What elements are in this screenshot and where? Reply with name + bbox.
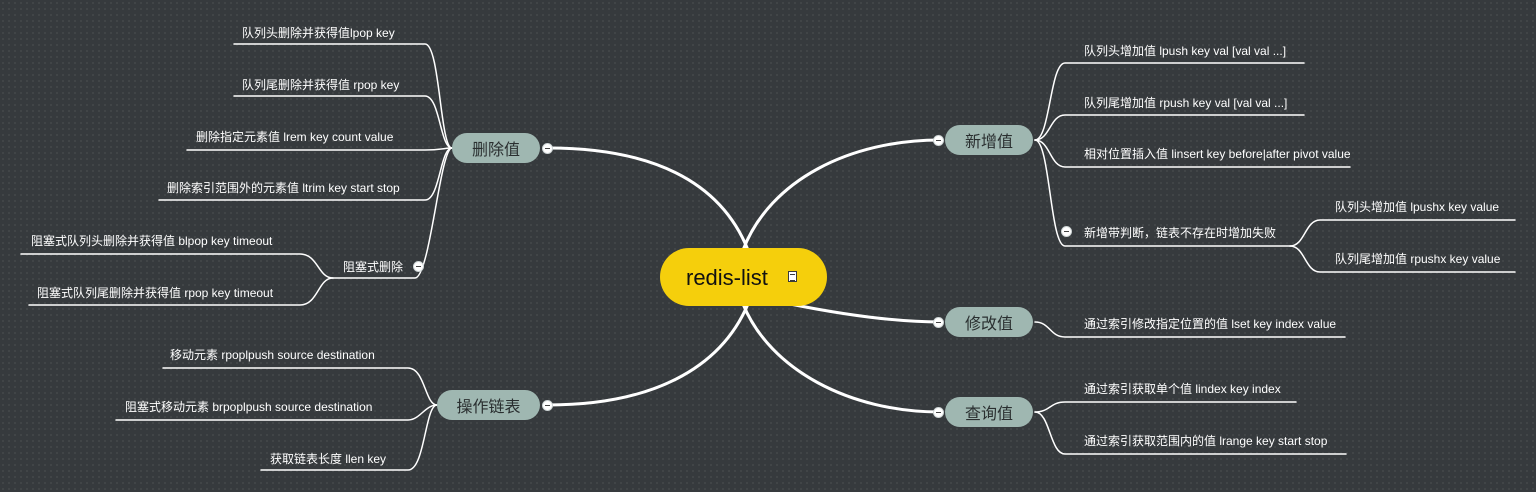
branch-delete-label: 删除值 — [471, 142, 520, 159]
branch-modify-label: 修改值 — [964, 316, 1013, 333]
link-query-lindex — [1034, 401, 1297, 413]
leaf-ltrim[interactable]: 删除索引范围外的元素值 ltrim key start stop — [167, 181, 400, 195]
link-add-rpush — [1034, 114, 1305, 141]
leaf-lindex[interactable]: 通过索引获取单个值 lindex key index — [1084, 382, 1281, 396]
link-operate-llen — [260, 404, 438, 471]
link-blocking-blpop — [20, 253, 334, 279]
branch-operate[interactable]: 操作链表 — [437, 390, 540, 420]
link-add-conditional — [1034, 139, 1291, 247]
leaf-llen[interactable]: 获取链表长度 llen key — [270, 452, 387, 466]
link-delete-lrem — [186, 147, 453, 151]
link-add-lpush — [1034, 62, 1305, 141]
link-conditional-lpushx — [1289, 219, 1516, 247]
link-delete-ltrim — [158, 147, 453, 201]
collapse-delete-toggle[interactable] — [542, 143, 553, 154]
branch-modify[interactable]: 修改值 — [945, 307, 1033, 337]
collapse-conditional-toggle[interactable] — [1061, 226, 1072, 237]
root-label: redis-list — [686, 265, 768, 290]
leaf-rpushx[interactable]: 队列尾增加值 rpushx key value — [1335, 252, 1501, 266]
link-root-operate — [546, 302, 750, 407]
leaf-lrem[interactable]: 删除指定元素值 lrem key count value — [196, 130, 394, 144]
link-conditional-rpushx — [1289, 245, 1516, 273]
leaf-brpoplpush[interactable]: 阻塞式移动元素 brpoplpush source destination — [125, 400, 373, 414]
collapse-query-toggle[interactable] — [933, 407, 944, 418]
leaf-linsert[interactable]: 相对位置插入值 linsert key before|after pivot v… — [1084, 147, 1351, 161]
branch-query[interactable]: 查询值 — [945, 397, 1033, 427]
branch-operate-label: 操作链表 — [456, 399, 521, 416]
link-modify-lset — [1034, 321, 1346, 338]
collapse-modify-toggle[interactable] — [933, 317, 944, 328]
link-operate-brpoplpush — [115, 404, 438, 421]
link-add-linsert — [1034, 139, 1351, 168]
collapse-blocking-toggle[interactable] — [413, 261, 424, 272]
link-root-modify — [788, 302, 942, 324]
collapse-operate-toggle[interactable] — [542, 400, 553, 411]
leaf-lpush[interactable]: 队列头增加值 lpush key val [val val ...] — [1084, 44, 1287, 58]
leaf-rpoplpush[interactable]: 移动元素 rpoplpush source destination — [170, 348, 375, 362]
leaf-lset[interactable]: 通过索引修改指定位置的值 lset key index value — [1084, 317, 1337, 331]
leaf-brpop[interactable]: 阻塞式队列尾删除并获得值 rpop key timeout — [37, 286, 274, 300]
root-node[interactable] — [660, 248, 827, 306]
link-delete-blocking — [332, 147, 453, 279]
branch-delete[interactable]: 删除值 — [452, 133, 540, 163]
link-root-query — [741, 302, 942, 414]
link-root-add — [741, 138, 942, 252]
collapse-add-toggle[interactable] — [933, 135, 944, 146]
branch-add-label: 新增值 — [964, 134, 1013, 151]
link-root-delete — [546, 146, 750, 252]
note-icon[interactable] — [788, 271, 797, 282]
link-operate-rpoplpush — [162, 367, 438, 406]
link-query-lrange — [1034, 411, 1347, 455]
leaf-lpop[interactable]: 队列头删除并获得值lpop key — [242, 26, 395, 40]
link-delete-lpop — [233, 43, 453, 149]
subbranch-conditional-add[interactable]: 新增带判断，链表不存在时增加失败 — [1084, 226, 1277, 240]
branch-add[interactable]: 新增值 — [945, 125, 1033, 155]
link-delete-rpop — [233, 95, 453, 149]
subbranch-blocking-delete[interactable]: 阻塞式删除 — [343, 260, 404, 274]
leaf-lpushx[interactable]: 队列头增加值 lpushx key value — [1335, 200, 1500, 214]
link-blocking-brpop — [28, 277, 334, 306]
leaf-rpop[interactable]: 队列尾删除并获得值 rpop key — [242, 78, 400, 92]
branch-query-label: 查询值 — [964, 406, 1013, 423]
leaf-blpop[interactable]: 阻塞式队列头删除并获得值 blpop key timeout — [31, 234, 273, 248]
leaf-lrange[interactable]: 通过索引获取范围内的值 lrange key start stop — [1084, 434, 1328, 448]
leaf-rpush[interactable]: 队列尾增加值 rpush key val [val val ...] — [1084, 96, 1288, 110]
